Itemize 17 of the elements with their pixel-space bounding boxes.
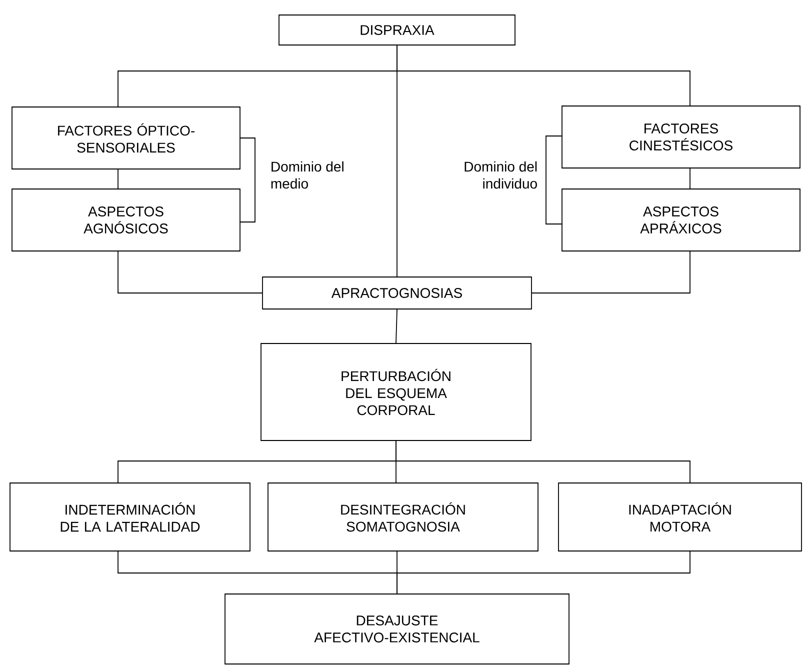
concept-box: DESAJUSTE AFECTIVO-EXISTENCIAL [224, 594, 570, 664]
connector-line [396, 309, 398, 344]
concept-box: FACTORES CINESTÉSICOS [562, 106, 800, 168]
concept-box: DESINTEGRACIÓN SOMATOGNOSIA [268, 482, 538, 552]
concept-box: ASPECTOS AGNÓSICOS [12, 188, 240, 252]
bracket-label: Dominio del individuo [464, 161, 537, 189]
concept-box: APRACTOGNOSIAS [262, 276, 532, 310]
concept-box: ASPECTOS APRÁXICOS [562, 188, 800, 252]
concept-box: FACTORES ÓPTICO-SENSORIALES [12, 106, 240, 170]
concept-box: INDETERMINACIÓN DE LA LATERALIDAD [10, 482, 250, 552]
connector-line [396, 45, 398, 277]
connector-line [118, 251, 262, 294]
concept-box: DISPRAXIA [278, 14, 516, 46]
concept-box: INADAPTACIÓN MOTORA [558, 482, 802, 552]
concept-box: PERTURBACIÓN DEL ESQUEMA CORPORAL [260, 343, 532, 441]
connector-line [532, 251, 690, 294]
bracket-label: Dominio del medio [271, 161, 344, 189]
